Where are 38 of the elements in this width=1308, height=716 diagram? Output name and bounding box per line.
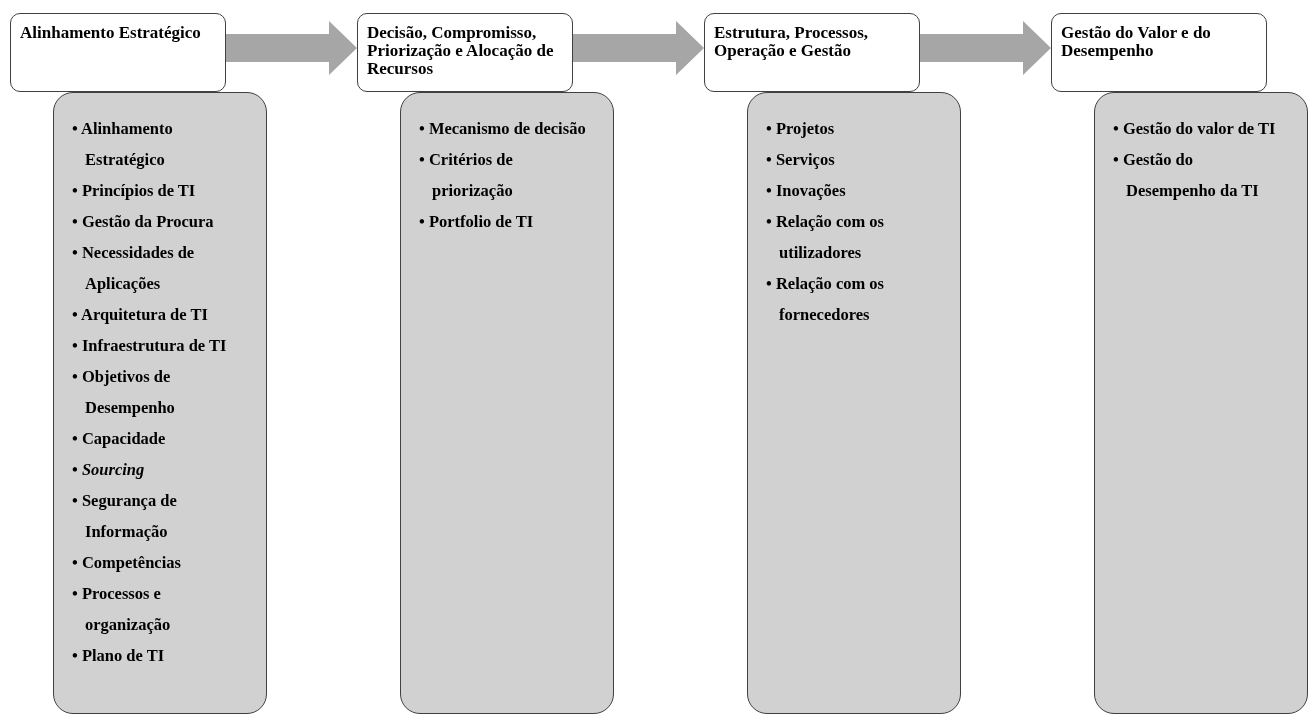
list-item: • Projetos <box>766 118 836 140</box>
stage-box <box>10 13 226 92</box>
item-list-panel <box>400 92 614 714</box>
item-list-panel <box>747 92 961 714</box>
list-item: • Portfolio de TI <box>419 211 535 233</box>
list-item: • Alinhamento Estratégico <box>72 118 174 171</box>
stage-box <box>704 13 920 92</box>
list-item: • Mecanismo de decisão <box>419 118 587 140</box>
stage-title: Estrutura, Processos, Operação e Gestão <box>714 24 870 60</box>
stage-box <box>357 13 573 92</box>
list-item: • Sourcing <box>72 459 146 481</box>
stage-title: Alinhamento Estratégico <box>20 24 202 42</box>
list-item: • Inovações <box>766 180 847 202</box>
list-item: • Critérios de priorização <box>419 149 514 202</box>
list-item: • Gestão do valor de TI <box>1113 118 1277 140</box>
list-item: • Infraestrutura de TI <box>72 335 228 357</box>
stage-title: Decisão, Compromisso, Priorização e Alocação de Recursos <box>367 24 555 78</box>
block-arrow <box>573 21 704 75</box>
block-arrow <box>920 21 1051 75</box>
list-item: • Competências <box>72 552 182 574</box>
list-item: • Gestão do Desempenho da TI <box>1113 149 1260 202</box>
item-list-panel <box>53 92 267 714</box>
stage-box <box>1051 13 1267 92</box>
list-item: • Relação com os utilizadores <box>766 211 886 264</box>
block-arrow <box>226 21 357 75</box>
list-item: • Processos e organização <box>72 583 172 636</box>
list-item: • Gestão da Procura <box>72 211 215 233</box>
list-item: • Segurança de Informação <box>72 490 178 543</box>
list-item: • Objetivos de Desempenho <box>72 366 176 419</box>
list-item: • Princípios de TI <box>72 180 197 202</box>
list-item: • Necessidades de Aplicações <box>72 242 196 295</box>
stage-title: Gestão do Valor e do Desempenho <box>1061 24 1212 60</box>
list-item: • Serviços <box>766 149 836 171</box>
list-item: • Relação com os fornecedores <box>766 273 886 326</box>
list-item: • Plano de TI <box>72 645 166 667</box>
list-item: • Capacidade <box>72 428 167 450</box>
item-list-panel <box>1094 92 1308 714</box>
list-item: • Arquitetura de TI <box>72 304 209 326</box>
